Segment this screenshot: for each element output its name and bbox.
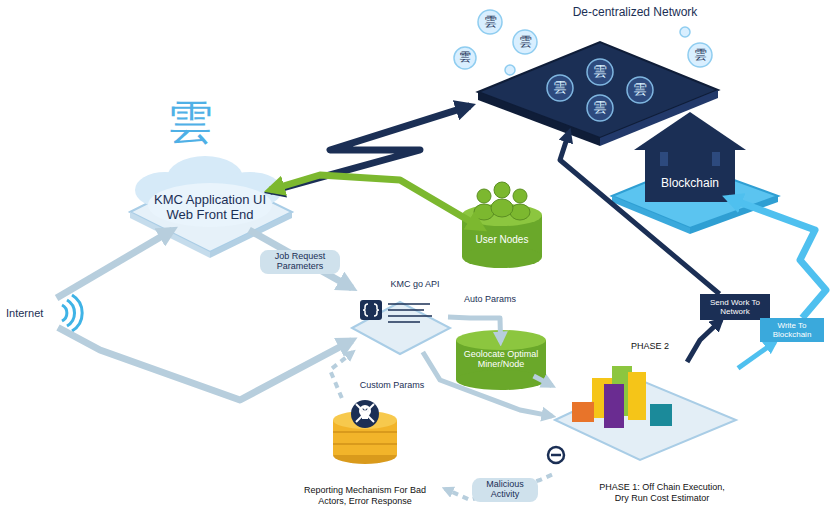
wifi-icon xyxy=(62,295,82,331)
connector-arrow xyxy=(249,230,352,288)
cloud-kanji: 雲 xyxy=(167,97,213,148)
edge-label: Auto Params xyxy=(461,294,519,306)
connector-arrow xyxy=(560,132,720,294)
api-box: KMC go API xyxy=(352,278,448,352)
connector-arrow xyxy=(534,376,552,386)
reporting-box: Reporting Mechanism For Bad Actors, Erro… xyxy=(285,398,445,508)
blockchain-icon xyxy=(612,112,778,234)
parameter-tag: Job Request Parameters xyxy=(260,250,340,274)
node-text: Internet xyxy=(6,307,43,320)
node-text: KMC Application UI Web Front End xyxy=(154,193,266,223)
blockchain-box: Blockchain xyxy=(640,170,740,198)
parameter-tag: Malicious Activity xyxy=(472,478,538,502)
node-text: Write To Blockchain xyxy=(763,321,821,339)
phase1-platform xyxy=(555,366,736,460)
node-text: Send Work To Network xyxy=(703,298,767,316)
connector-arrow xyxy=(448,317,501,342)
api-platform xyxy=(352,300,450,354)
node-text: User Nodes xyxy=(476,234,529,246)
cloud-kanji: 雲 xyxy=(553,80,567,95)
no-entry-icon xyxy=(548,447,564,463)
connector-arrow xyxy=(57,230,173,298)
connector-arrow xyxy=(270,175,482,228)
connector-arrow xyxy=(738,342,775,368)
cloud-kanji: 雲 xyxy=(459,51,471,64)
connector-arrow xyxy=(58,328,352,401)
cloud-kanji: 雲 xyxy=(633,82,647,97)
cloud-kanji: 雲 xyxy=(593,64,607,79)
geolocate-box: Geolocate Optimal Miner/Node xyxy=(458,342,544,376)
cloud-kanji: 雲 xyxy=(593,100,607,115)
cloud-kanji: 雲 xyxy=(694,48,707,62)
edge-label: Custom Params xyxy=(357,380,428,392)
node-text: Geolocate Optimal Miner/Node xyxy=(462,349,540,370)
user-nodes-box: User Nodes xyxy=(462,228,542,252)
node-text: Blockchain xyxy=(661,177,719,191)
connector-arrow xyxy=(330,352,353,398)
internet-box: Internet xyxy=(4,298,58,328)
send-work-box: Send Work To Network xyxy=(700,294,770,320)
cloud-kanji: 雲 xyxy=(519,35,532,49)
node-text: De-centralized Network xyxy=(573,6,698,20)
network-platform-box: De-centralized Network xyxy=(470,4,710,132)
phase-label: PHASE 2 xyxy=(631,342,669,352)
cloud-kanji: 雲 xyxy=(484,15,497,29)
node-text: KMC go API xyxy=(390,279,439,289)
phase1-box: PHASE 1: Off Chain Execution, Dry Run Co… xyxy=(552,362,738,506)
node-text: Reporting Mechanism For Bad Actors, Erro… xyxy=(299,485,431,506)
front-end-box: KMC Application UI Web Front End xyxy=(150,186,270,230)
write-blockchain-box: Write To Blockchain xyxy=(760,318,824,342)
connector-arrow xyxy=(687,320,721,362)
node-text: PHASE 1: Off Chain Execution, Dry Run Co… xyxy=(592,482,732,503)
coin-stack xyxy=(333,400,397,464)
